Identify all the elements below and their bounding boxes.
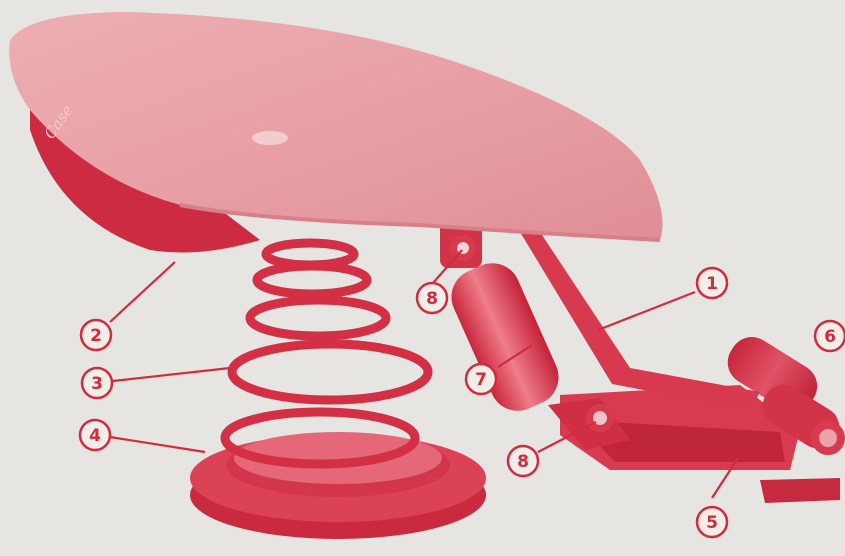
leader-line-4 xyxy=(110,437,205,452)
callout-label: 4 xyxy=(89,426,101,446)
callout-label: 8 xyxy=(426,289,438,309)
callout-label: 1 xyxy=(706,274,718,294)
leader-line-2 xyxy=(110,262,175,322)
callout-4: 4 xyxy=(80,420,110,450)
hinge-bolt xyxy=(811,421,845,455)
upper-pivot-bolt xyxy=(450,235,476,261)
callout-1: 1 xyxy=(697,268,727,298)
callout-7: 7 xyxy=(466,364,496,394)
callout-2: 2 xyxy=(81,320,111,350)
callout-label: 8 xyxy=(517,452,529,472)
callout-3: 3 xyxy=(82,368,112,398)
callout-5: 5 xyxy=(697,507,727,537)
callout-label: 3 xyxy=(91,374,103,394)
lower-pivot-bolt xyxy=(586,404,614,432)
seat-pan xyxy=(9,12,662,252)
callout-label: 5 xyxy=(706,513,718,533)
leader-line-3 xyxy=(113,368,230,381)
callout-label: 2 xyxy=(90,326,102,346)
leader-line-1 xyxy=(598,292,695,330)
coil-spring xyxy=(225,243,428,464)
callout-6: 6 xyxy=(815,321,845,351)
callout-label: 7 xyxy=(475,370,487,390)
callout-8b: 8 xyxy=(508,446,538,476)
callout-8a: 8 xyxy=(417,283,447,313)
callout-label: 6 xyxy=(824,327,836,347)
